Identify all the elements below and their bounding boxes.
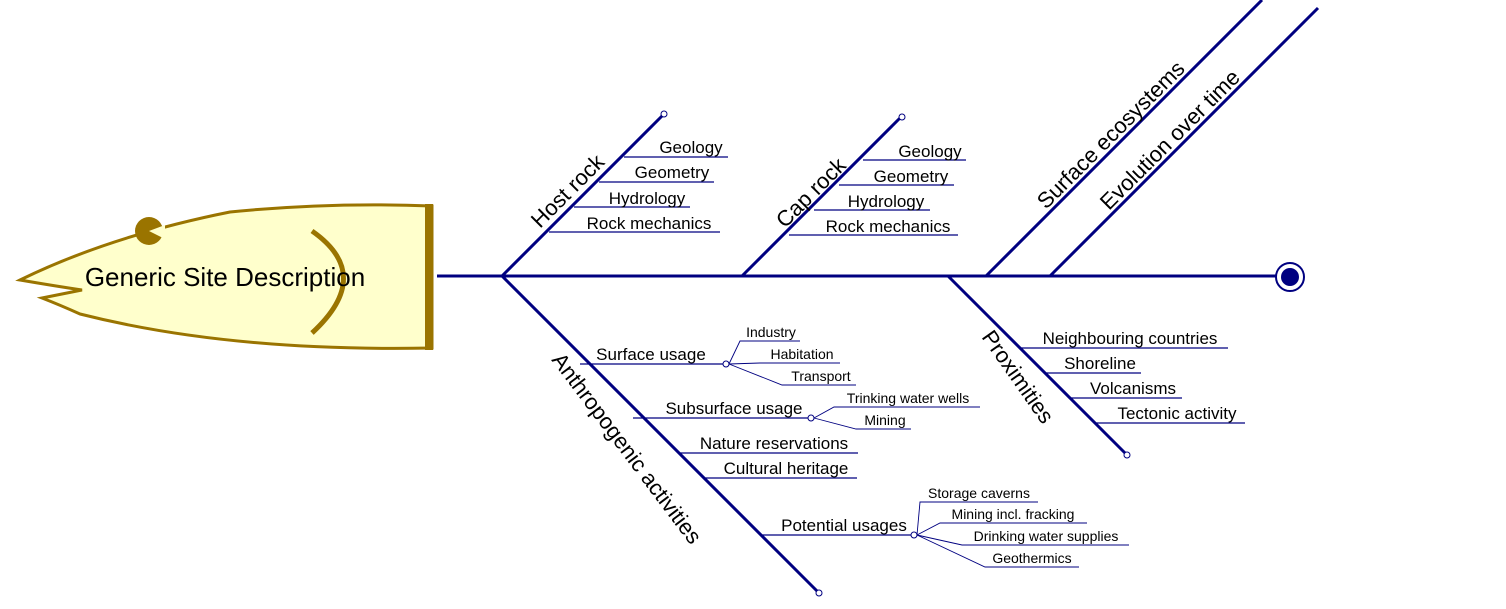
anthropogenic-label: Anthropogenic activities	[547, 348, 707, 549]
cap-rock-item: Geometry	[874, 167, 949, 186]
branch-proximities[interactable]: Proximities Neighbouring countries Shore…	[946, 274, 1245, 459]
branch-host-rock[interactable]: Host rock Geology Geometry Hydrology Roc…	[500, 110, 728, 278]
branch-anthropogenic[interactable]: Anthropogenic activities Surface usage I…	[500, 274, 1129, 597]
potential-usages-label: Potential usages	[781, 516, 907, 535]
host-rock-item: Rock mechanics	[587, 214, 712, 233]
cap-rock-item: Hydrology	[848, 192, 925, 211]
surface-usage-item: Industry	[746, 324, 796, 340]
fish-head[interactable]: Generic Site Description	[15, 203, 434, 350]
potential-usages-item: Storage caverns	[928, 485, 1030, 501]
host-rock-item: Hydrology	[609, 189, 686, 208]
surface-usage-item: Transport	[791, 368, 851, 384]
nature-reservations-label: Nature reservations	[700, 434, 848, 453]
subsurface-usage-item: Mining	[864, 412, 905, 428]
potential-usages-item: Drinking water supplies	[974, 528, 1119, 544]
host-rock-item: Geometry	[635, 163, 710, 182]
potential-usages-item: Geothermics	[992, 550, 1071, 566]
branch-surface-ecosystems[interactable]: Surface ecosystems	[984, 0, 1264, 278]
cultural-heritage-label: Cultural heritage	[724, 459, 849, 478]
fish-eye-icon	[135, 217, 165, 245]
cap-rock-item: Rock mechanics	[826, 217, 951, 236]
subsurface-usage-label: Subsurface usage	[665, 399, 802, 418]
bone-host-rock	[500, 114, 664, 278]
subsurface-usage-item: Trinking water wells	[847, 390, 969, 406]
host-rock-item: Geology	[659, 138, 723, 157]
potential-usages-item: Mining incl. fracking	[952, 506, 1075, 522]
surface-usage-label: Surface usage	[596, 345, 706, 364]
bone-anthropogenic	[500, 274, 819, 593]
proximities-item: Shoreline	[1064, 354, 1136, 373]
branch-cap-rock[interactable]: Cap rock Geology Geometry Hydrology Rock…	[740, 113, 966, 278]
spine-end-icon	[1275, 262, 1305, 292]
bone-evolution	[1048, 6, 1320, 278]
head-label: Generic Site Description	[85, 262, 365, 292]
cap-rock-item: Geology	[898, 142, 962, 161]
proximities-item: Neighbouring countries	[1043, 329, 1218, 348]
bone-cap-rock	[740, 116, 902, 278]
bone-surface-ecosystems	[984, 0, 1264, 278]
proximities-item: Volcanisms	[1090, 379, 1176, 398]
surface-usage-item: Habitation	[770, 346, 833, 362]
proximities-item: Tectonic activity	[1117, 404, 1237, 423]
